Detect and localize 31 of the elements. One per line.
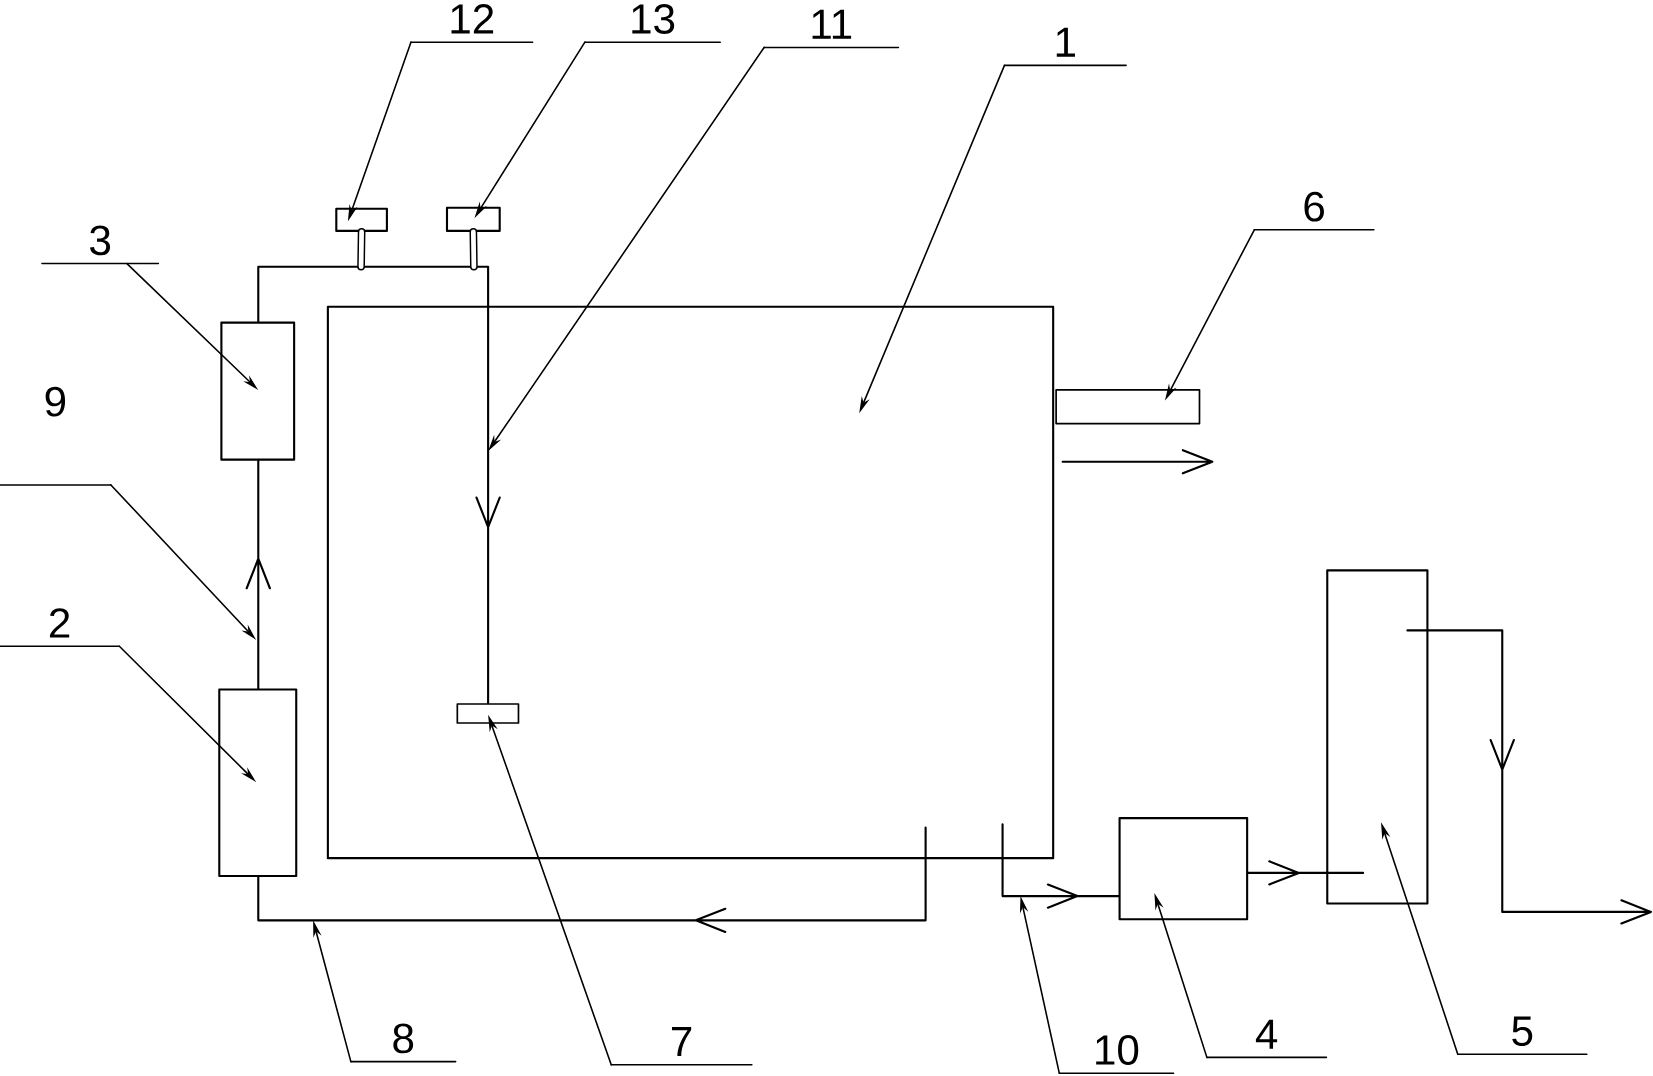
valve-stem [357, 227, 366, 271]
callout-number: 1 [1003, 27, 1127, 66]
callout-number: 2 [0, 607, 121, 647]
stirrer-bar [456, 703, 520, 724]
callout-number: 10 [1058, 1034, 1175, 1074]
pipe [1247, 860, 1365, 886]
callout-number: 3 [41, 225, 160, 265]
callout-number: 11 [763, 9, 900, 49]
pipe [245, 459, 271, 690]
pipe [1406, 629, 1652, 925]
pipe [1061, 448, 1214, 475]
valve-box [335, 207, 388, 232]
callout-number: 5 [1457, 1016, 1588, 1055]
column-box [1326, 569, 1429, 905]
callout-number: 6 [1253, 191, 1375, 231]
outlet-pipe-box [1055, 388, 1201, 425]
unit-box [1118, 816, 1249, 921]
valve-box [445, 206, 501, 232]
callout-number: 7 [610, 1026, 753, 1066]
callout-number: 12 [410, 3, 534, 43]
callout-number: 4 [1206, 1019, 1328, 1058]
unit-box [218, 688, 298, 877]
tank-box [326, 305, 1055, 859]
pipe [257, 265, 501, 705]
pipe [257, 826, 927, 933]
pipe [1001, 823, 1120, 909]
unit-box [220, 321, 296, 461]
valve-stem [469, 227, 478, 271]
callout-number: 8 [350, 1023, 457, 1063]
callout-number: 9 [0, 386, 112, 486]
callout-number: 13 [584, 3, 722, 43]
